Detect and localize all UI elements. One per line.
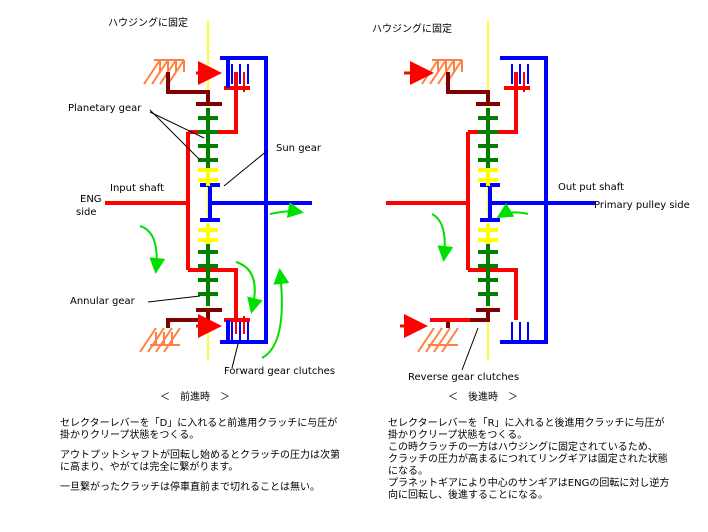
reverse-desc-line: クラッチの圧力が高まるにつれてリングギアは固定された状態 [388, 454, 668, 465]
planet-gears [198, 108, 218, 306]
forward-desc-line [60, 474, 360, 482]
reverse-description: セレクターレバーを「R」に入れると後進用クラッチに与圧が 掛かりクリープ状態をつ… [388, 418, 706, 502]
forward-clutch-plates-top [231, 64, 249, 92]
flow-arrow-3 [261, 268, 290, 359]
forward-desc-line: 一旦繋がったクラッチは停車直前まで切れることは無い。 [60, 482, 320, 493]
planet-gears [478, 108, 498, 306]
forward-clutch-plates-bottom [231, 316, 249, 340]
reverse-desc-line: になる。 [388, 466, 428, 477]
planetary-gear-label: Planetary gear [68, 103, 142, 114]
reverse-clutch-plates-top [511, 64, 529, 92]
housing-hatch-top [143, 59, 185, 85]
reverse-clutches-label: Reverse gear clutches [408, 372, 520, 383]
reverse-caption: ＜ 後進時 ＞ [448, 392, 518, 403]
forward-diagram [105, 20, 312, 369]
flow-arrow-2 [496, 202, 529, 219]
leader-lines-left [147, 109, 269, 369]
eng-side-label-line2: side [76, 207, 97, 218]
housing-hatch-bottom [139, 327, 181, 353]
housing-hatch-bottom [417, 327, 459, 353]
leader-lines-right [461, 327, 479, 371]
input-shaft-red [386, 72, 530, 322]
housing-label-right: ハウジングに固定 [372, 24, 452, 35]
flow-arrow-4 [269, 202, 304, 218]
reverse-diagram [386, 20, 596, 371]
forward-desc-line: に高まり、やがては完全に繋がります。 [60, 462, 239, 473]
output-drum-blue [480, 56, 596, 344]
annular-gear-label: Annular gear [70, 296, 135, 307]
reverse-desc-line: 向に回転し、後進することになる。 [388, 490, 548, 501]
sun-gear-label: Sun gear [276, 143, 321, 154]
forward-clutches-label: Forward gear clutches [224, 366, 336, 377]
forward-desc-line: 掛かりクリープ状態をつくる。 [60, 430, 200, 441]
reverse-desc-line: プラネットギアにより中心のサンギアはENGの回転に対し逆方 [388, 478, 670, 489]
planet-carrier [446, 72, 500, 328]
sun-gear [198, 168, 218, 244]
eng-side-label-line1: ENG [80, 194, 102, 205]
forward-desc-line [60, 442, 360, 450]
reverse-desc-line: 掛かりクリープ状態をつくる。 [388, 430, 528, 441]
housing-label-left: ハウジングに固定 [108, 18, 188, 29]
flow-arrow-1 [431, 213, 454, 262]
input-shaft-label: Input shaft [110, 183, 165, 194]
planet-carrier [166, 72, 222, 328]
forward-description: セレクターレバーを「D」に入れると前進用クラッチに与圧が 掛かりクリープ状態をつ… [60, 418, 360, 494]
flow-arrow-1 [139, 225, 166, 274]
forward-desc-line: セレクターレバーを「D」に入れると前進用クラッチに与圧が [60, 418, 338, 429]
output-drum-blue [200, 56, 312, 344]
reverse-desc-line: セレクターレバーを「R」に入れると後進用クラッチに与圧が [388, 418, 665, 429]
reverse-desc-line: この時クラッチの一方はハウジングに固定されているため、 [388, 442, 658, 453]
primary-pulley-label: Primary pulley side [594, 200, 690, 211]
sun-gear [478, 168, 498, 244]
forward-caption: ＜ 前進時 ＞ [160, 392, 230, 403]
forward-desc-line: アウトプットシャフトが回転し始めるとクラッチの圧力は次第 [60, 450, 340, 461]
output-shaft-label: Out put shaft [558, 182, 625, 193]
flow-arrow-2 [235, 261, 263, 314]
reverse-clutch-plates-bottom [511, 322, 529, 340]
